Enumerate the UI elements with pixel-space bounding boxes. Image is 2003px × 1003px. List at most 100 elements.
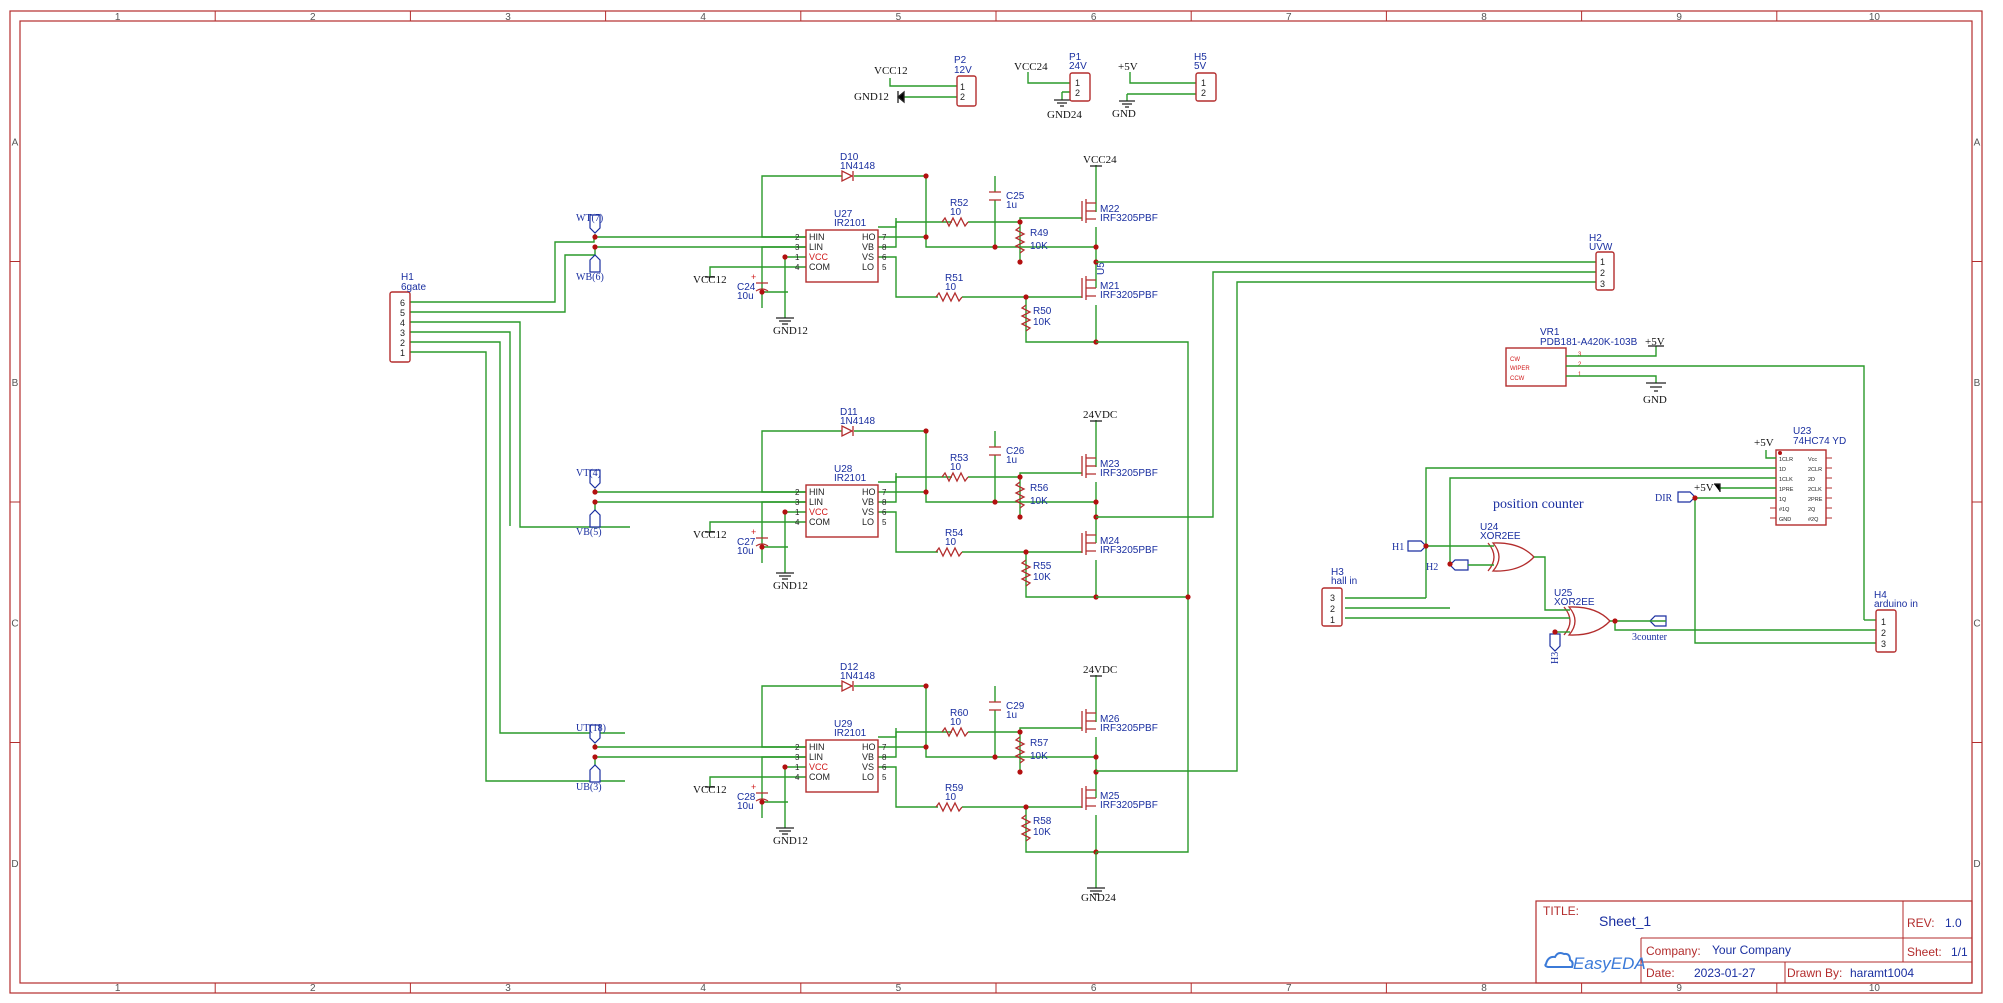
mosfet-m21[interactable] [1081,276,1096,300]
value-d12: 1N4148 [840,671,875,682]
port-vt4[interactable]: VT(4) [576,468,601,489]
value-c25: 1u [1006,200,1017,211]
capacitor-c24[interactable]: + [751,272,769,292]
header-h2[interactable]: 1 2 3 H2 UVW [1589,233,1615,291]
value-h3: hall in [1331,576,1357,587]
mosfet-m25[interactable] [1081,786,1096,810]
value-r55: 10K [1033,572,1051,583]
diode-d12[interactable] [841,679,854,693]
junction [1017,474,1023,480]
svg-text:H3: H3 [1550,652,1561,664]
resistor-r60[interactable] [941,726,969,738]
power-connector-p2[interactable]: VCC12 GND12 1 2 P2 12V [854,55,977,107]
net-gnd-vr1: GND [1643,394,1667,406]
svg-text:VCC: VCC [809,762,829,772]
resistor-r49[interactable] [1014,226,1026,254]
diode-d10[interactable] [841,169,854,183]
capacitor-c28[interactable]: + [751,782,769,802]
resistor-r54[interactable] [935,546,963,558]
ref-m22: M22 [1100,204,1120,215]
row-label: A [1974,137,1981,148]
header-pin: 3 [400,328,405,338]
svg-text:8: 8 [882,243,887,252]
easyeda-logo: EasyEDA [1544,952,1646,973]
column-label: 4 [700,983,706,994]
row-label: D [1973,859,1980,870]
junction [1017,514,1023,520]
ref-u24: U24 [1480,522,1499,533]
port-dir[interactable]: DIR +5V [1655,482,1721,504]
port-h1[interactable]: H1 [1392,540,1427,553]
svg-text:VCC: VCC [809,252,829,262]
junction [759,289,765,295]
resistor-r51[interactable] [935,291,963,303]
port-h2[interactable]: H2 [1426,559,1469,573]
port-ub3[interactable]: UB(3) [576,764,602,793]
resistor-r56[interactable] [1014,481,1026,509]
net-gnd12-p2: GND12 [854,91,889,103]
ref-vr1: VR1 [1540,327,1560,338]
ref-r59: R59 [945,783,964,794]
sheet-value: 1/1 [1951,945,1968,959]
column-label: 5 [896,12,902,23]
power-connector-h5[interactable]: +5V GND 1 2 H5 5V [1112,52,1217,120]
capacitor-c29[interactable] [989,701,1001,711]
mosfet-m22[interactable] [1081,199,1096,223]
resistor-r53[interactable] [941,471,969,483]
capacitor-c27[interactable]: + [751,527,769,547]
port-vb5[interactable]: VB(5) [576,509,602,538]
junction [1093,769,1099,775]
capacitor-c26[interactable] [989,446,1001,456]
port-wb6[interactable]: WB(6) [576,254,604,283]
resistor-r57[interactable] [1014,736,1026,764]
svg-text:VS: VS [862,507,874,517]
column-label: 2 [310,983,316,994]
svg-text:LIN: LIN [809,497,823,507]
junction [992,244,998,250]
port-h3[interactable]: H3 [1549,633,1561,664]
capacitor-c25[interactable] [989,191,1001,201]
value-r49: 10K [1030,241,1048,252]
column-label: 1 [115,12,121,23]
port-wt7[interactable]: WT(7) [576,213,603,234]
port-ut18[interactable]: UT(18) [576,723,606,744]
ff-pin: 2CLR [1808,467,1822,473]
svg-text:7: 7 [882,233,887,242]
potentiometer-vr1[interactable]: CW WIPER CCW 3 2 1 VR1 PDB181-A420K-103B… [1505,327,1865,620]
flipflop-u23[interactable]: 1CLR1D1CLK1PRE1Q#1QGNDVcc2CLR2D2CLK2PRE2… [1425,426,1876,644]
junction [782,254,788,260]
ref-u23: U23 [1793,426,1812,437]
value-u29: IR2101 [834,728,867,739]
resistor-r58[interactable] [1020,814,1032,842]
header-h4[interactable]: 1 2 3 H4 arduino in [1864,590,1918,653]
header-pin: 2 [400,338,405,348]
mosfet-m26[interactable] [1081,709,1096,733]
row-label: B [12,378,19,389]
svg-text:1: 1 [795,763,800,772]
sheet-label: Sheet: [1907,945,1942,959]
header-h3[interactable]: 3 2 1 H3 hall in [1321,567,1357,627]
resistor-r50[interactable] [1020,304,1032,332]
resistor-r55[interactable] [1020,559,1032,587]
net-gnd12-phase: GND12 [773,580,808,592]
ff-pin: 1PRE [1779,487,1794,493]
ref-h5: H5 [1194,52,1207,63]
xor-gate-u25[interactable]: U25 XOR2EE [1554,588,1611,636]
power-connector-p1[interactable]: VCC24 GND24 1 2 P1 24V [1014,52,1091,121]
svg-text:VS: VS [862,762,874,772]
mosfet-m24[interactable] [1081,531,1096,555]
junction [759,799,765,805]
resistor-r52[interactable] [941,216,969,228]
svg-text:1: 1 [795,508,800,517]
ref-c25: C25 [1006,191,1025,202]
diode-d11[interactable] [841,424,854,438]
resistor-r59[interactable] [935,801,963,813]
mosfet-m23[interactable] [1081,454,1096,478]
